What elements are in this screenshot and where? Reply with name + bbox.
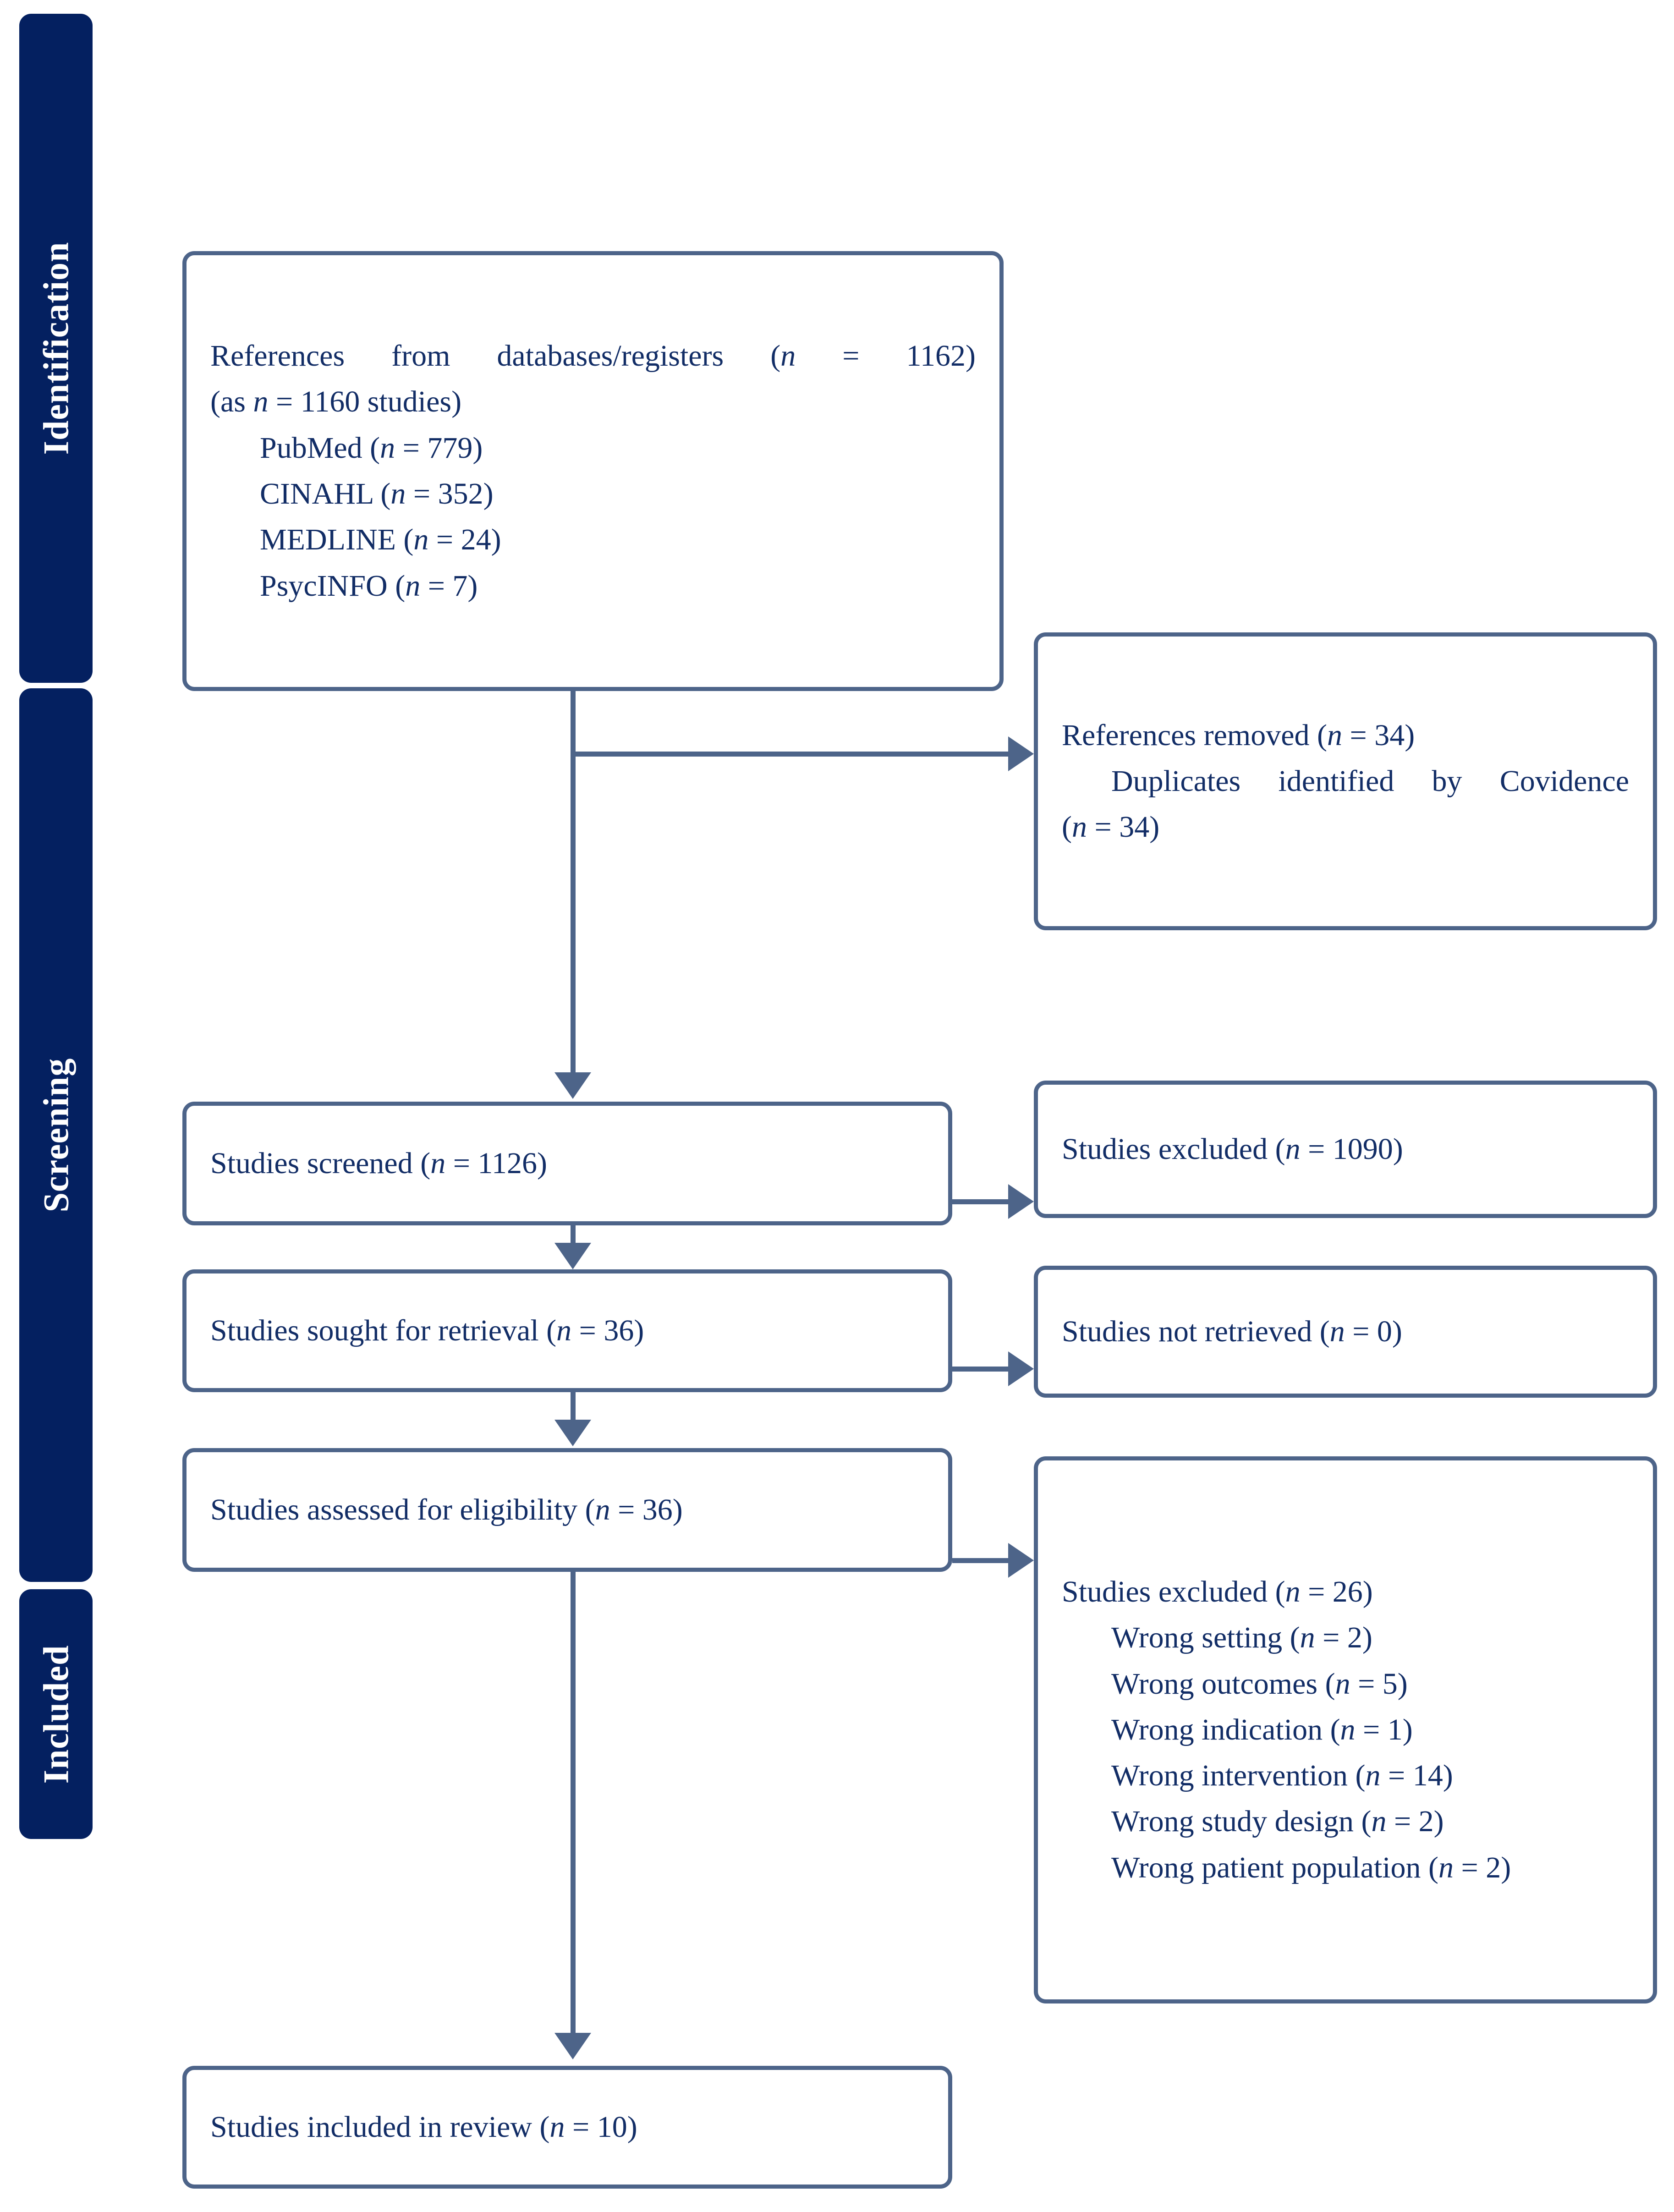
connector-screened-to-excluded-horizontal xyxy=(952,1199,1030,1204)
exclusion-reason-wrong-outcomes: Wrong outcomes (n = 5) xyxy=(1111,1667,1408,1701)
exclusion-reason-wrong-intervention: Wrong intervention (n = 14) xyxy=(1111,1759,1453,1793)
connector-sought-to-not-retrieved-horizontal xyxy=(952,1367,1030,1372)
exclusion-reason-wrong-setting: Wrong setting (n = 2) xyxy=(1111,1621,1372,1655)
box-studies-excluded-eligibility: Studies excluded (n = 26) Wrong setting … xyxy=(1034,1456,1657,2003)
connector-sought-to-assessed-vertical xyxy=(571,1392,576,1421)
sought-line: Studies sought for retrieval (n = 36) xyxy=(210,1313,644,1347)
phase-label-identification: Identification xyxy=(36,242,76,455)
identification-source-psycinfo: PsycINFO (n = 7) xyxy=(260,569,478,603)
box-studies-sought-for-retrieval: Studies sought for retrieval (n = 36) xyxy=(182,1269,952,1392)
identification-source-pubmed: PubMed (n = 779) xyxy=(260,431,483,465)
arrowhead-identification-to-removed xyxy=(1008,736,1034,771)
exclusion-reason-wrong-patient-population: Wrong patient population (n = 2) xyxy=(1111,1850,1511,1884)
box-references-removed: References removed (n = 34) Duplicates i… xyxy=(1034,632,1657,930)
phase-label-included: Included xyxy=(36,1645,76,1784)
identification-line-references: References from databases/registers (n =… xyxy=(210,339,976,373)
assessed-line: Studies assessed for eligibility (n = 36… xyxy=(210,1493,683,1526)
arrowhead-identification-to-screened xyxy=(554,1072,591,1099)
connector-assessed-to-included-vertical xyxy=(571,1572,576,2035)
arrowhead-screened-to-excluded xyxy=(1008,1184,1034,1219)
arrowhead-sought-to-not-retrieved xyxy=(1008,1351,1034,1386)
identification-line-studies: (as n = 1160 studies) xyxy=(210,385,462,419)
phase-bar-screening: Screening xyxy=(19,688,93,1582)
exclusion-reason-wrong-study-design: Wrong study design (n = 2) xyxy=(1111,1805,1444,1839)
box-studies-excluded-screening: Studies excluded (n = 1090) xyxy=(1034,1081,1657,1218)
connector-identification-to-removed-horizontal xyxy=(571,752,1029,757)
excluded-eligibility-line: Studies excluded (n = 26) xyxy=(1062,1575,1373,1608)
phase-bar-included: Included xyxy=(19,1589,93,1839)
included-line: Studies included in review (n = 10) xyxy=(210,2110,637,2144)
removed-line-duplicates: Duplicates identified by Covidence xyxy=(1111,764,1629,798)
connector-assessed-to-excluded-horizontal xyxy=(952,1558,1030,1563)
identification-source-cinahl: CINAHL (n = 352) xyxy=(260,477,494,510)
excluded-screening-line: Studies excluded (n = 1090) xyxy=(1062,1132,1403,1166)
box-identification-sources: References from databases/registers (n =… xyxy=(182,251,1004,691)
box-studies-not-retrieved: Studies not retrieved (n = 0) xyxy=(1034,1266,1657,1398)
box-studies-assessed-for-eligibility: Studies assessed for eligibility (n = 36… xyxy=(182,1448,952,1572)
phase-bar-identification: Identification xyxy=(19,14,93,683)
arrowhead-screened-to-sought xyxy=(554,1243,591,1269)
screened-line: Studies screened (n = 1126) xyxy=(210,1146,547,1180)
identification-source-medline: MEDLINE (n = 24) xyxy=(260,523,501,557)
box-studies-included-in-review: Studies included in review (n = 10) xyxy=(182,2066,952,2189)
box-studies-screened: Studies screened (n = 1126) xyxy=(182,1102,952,1225)
arrowhead-assessed-to-excluded xyxy=(1008,1543,1034,1578)
removed-line-total: References removed (n = 34) xyxy=(1062,718,1415,752)
not-retrieved-line: Studies not retrieved (n = 0) xyxy=(1062,1314,1402,1348)
arrowhead-sought-to-assessed xyxy=(554,1420,591,1446)
arrowhead-assessed-to-included xyxy=(554,2033,591,2059)
exclusion-reason-wrong-indication: Wrong indication (n = 1) xyxy=(1111,1713,1413,1746)
phase-label-screening: Screening xyxy=(36,1058,76,1213)
connector-screened-to-sought-vertical xyxy=(571,1225,576,1245)
removed-line-duplicates-count: (n = 34) xyxy=(1062,810,1160,844)
connector-identification-to-screened-vertical xyxy=(571,688,576,1074)
